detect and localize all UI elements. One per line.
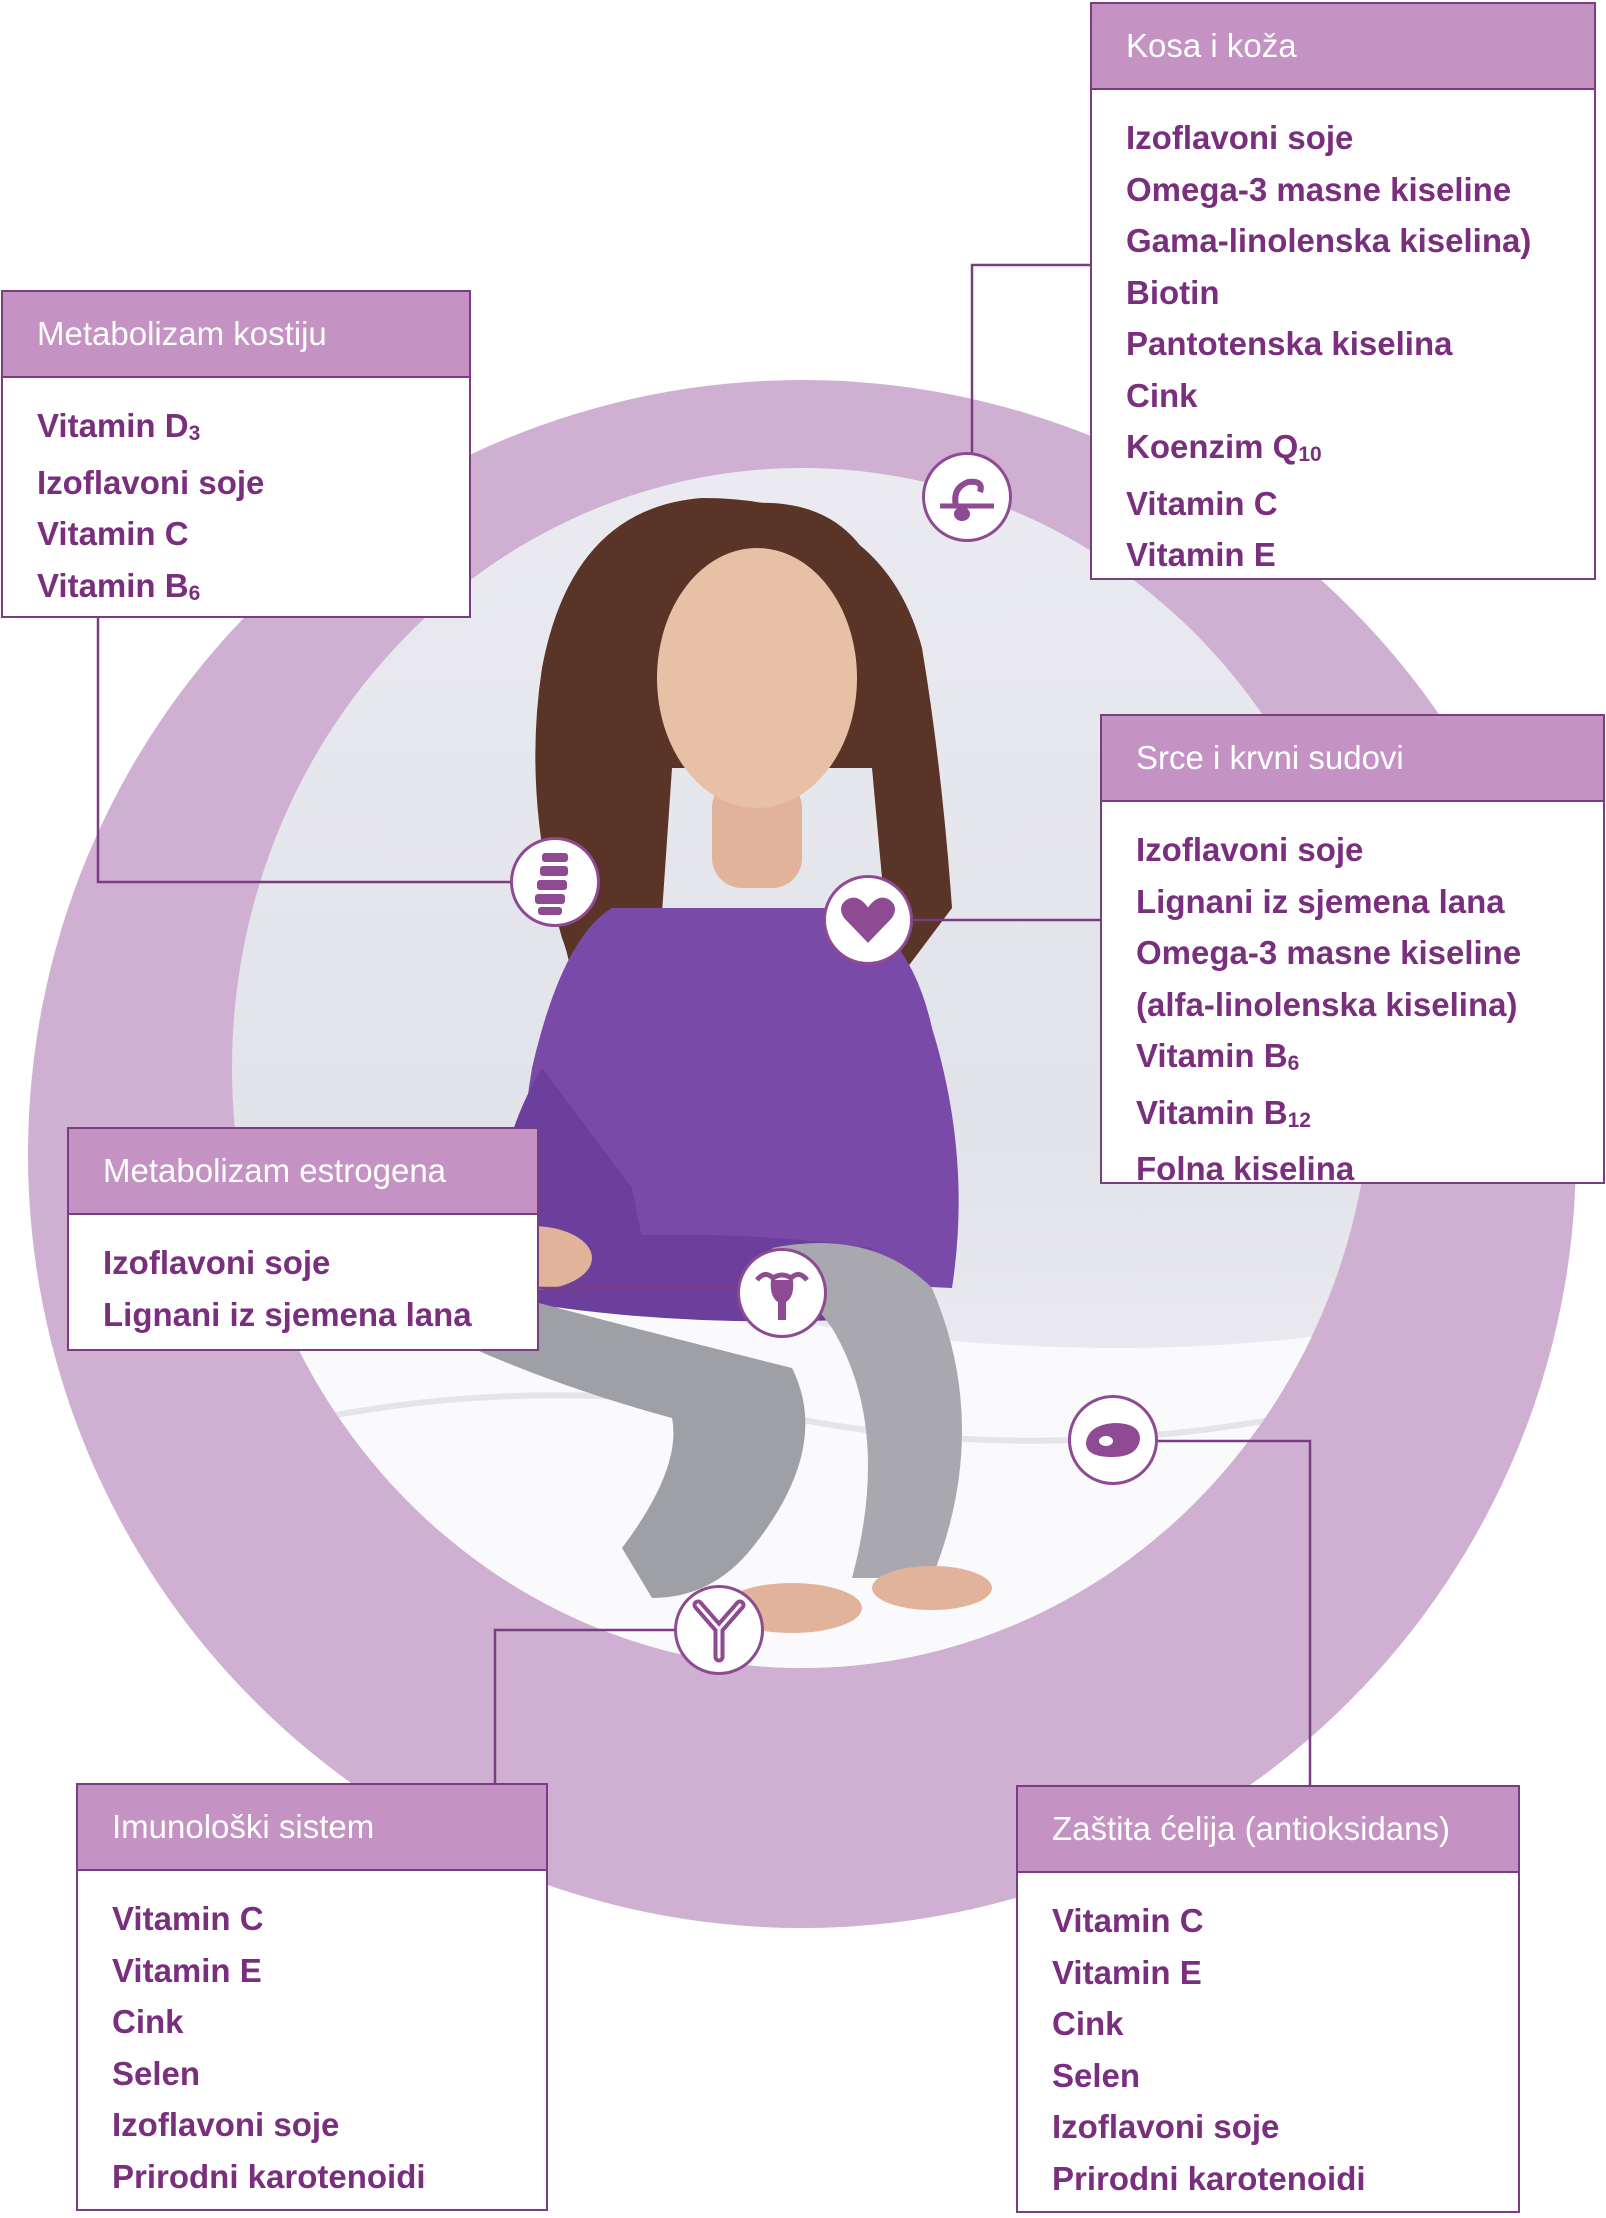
list-item: Pantotenska kiselina	[1126, 325, 1453, 362]
box-srce-i-krvni-sudovi: Srce i krvni sudovi Izoflavoni soje Lign…	[1100, 714, 1605, 1187]
list-item: Cink	[112, 2003, 184, 2040]
list-item: Vitamin B6	[1136, 1030, 1569, 1087]
list-item: Selen	[112, 2054, 201, 2092]
list-item: (alfa-linolenska kiselina)	[1136, 985, 1518, 1023]
list-item: Vitamin D3	[37, 400, 435, 457]
item-label: Vitamin B	[1136, 1037, 1288, 1074]
item-label: Vitamin B	[37, 566, 189, 604]
list-item: Izoflavoni soje	[1126, 119, 1354, 156]
subscript: 3	[188, 422, 201, 445]
subscript: 10	[1298, 443, 1322, 466]
list-item: Vitamin C	[112, 1900, 264, 1937]
nutrient-list: Izoflavoni soje Lignani iz sjemena lana	[69, 1215, 537, 1354]
box-title: Metabolizam estrogena	[69, 1129, 537, 1215]
list-item: Cink	[1052, 2005, 1124, 2042]
list-item: Vitamin B6	[37, 560, 435, 617]
list-item: Prirodni karotenoidi	[112, 2157, 426, 2195]
subscript: 6	[1287, 1052, 1300, 1075]
box-kosa-i-koza: Kosa i koža Izoflavoni soje Omega-3 masn…	[1090, 2, 1596, 580]
nutrient-list: Vitamin C Vitamin E Cink Selen Izoflavon…	[1018, 1873, 1518, 2218]
list-item: Omega-3 masne kiseline	[1126, 170, 1512, 208]
list-item: Folna kiselina	[1136, 1150, 1355, 1187]
item-label: Vitamin D	[37, 407, 189, 444]
box-title: Srce i krvni sudovi	[1102, 716, 1603, 802]
antibody-icon	[674, 1585, 764, 1675]
box-title: Metabolizam kostiju	[3, 292, 469, 378]
list-item: Vitamin B12	[1136, 1087, 1569, 1144]
list-item: Selen	[1052, 2056, 1141, 2094]
list-item: Izoflavoni soje	[1052, 2108, 1280, 2145]
item-label: Vitamin B	[1136, 1093, 1288, 1131]
box-title: Zaštita ćelija (antioksidans)	[1018, 1787, 1518, 1873]
list-item: Izoflavoni soje	[37, 463, 265, 501]
heart-icon	[823, 875, 913, 965]
nutrient-list: Izoflavoni soje Lignani iz sjemena lana …	[1102, 802, 1603, 1209]
list-item: Vitamin C	[1126, 484, 1278, 522]
list-item: Izoflavoni soje	[1136, 831, 1364, 868]
box-metabolizam-kostiju: Metabolizam kostiju Vitamin D3 Izoflavon…	[1, 290, 471, 618]
box-zastita-celija: Zaštita ćelija (antioksidans) Vitamin C …	[1016, 1785, 1520, 2213]
list-item: Lignani iz sjemena lana	[103, 1295, 472, 1333]
list-item: Gama-linolenska kiselina)	[1126, 222, 1532, 259]
item-label: Koenzim Q	[1126, 428, 1299, 465]
subscript: 12	[1287, 1108, 1311, 1132]
list-item: Prirodni karotenoidi	[1052, 2159, 1366, 2197]
list-item: Izoflavoni soje	[103, 1244, 331, 1281]
nutrient-list: Vitamin D3 Izoflavoni soje Vitamin C Vit…	[3, 378, 469, 630]
list-item: Omega-3 masne kiseline	[1136, 934, 1522, 971]
list-item: Vitamin C	[1052, 1902, 1204, 1939]
box-title: Imunološki sistem	[78, 1785, 546, 1871]
list-item: Izoflavoni soje	[112, 2106, 340, 2143]
box-imunoloski-sistem: Imunološki sistem Vitamin C Vitamin E Ci…	[76, 1783, 548, 2211]
cell-icon	[1068, 1395, 1158, 1485]
list-item: Vitamin E	[1052, 1953, 1202, 1991]
list-item: Vitamin E	[1126, 536, 1276, 573]
nutrient-list: Vitamin C Vitamin E Cink Selen Izoflavon…	[78, 1871, 546, 2216]
box-metabolizam-estrogena: Metabolizam estrogena Izoflavoni soje Li…	[67, 1127, 539, 1351]
list-item: Biotin	[1126, 273, 1220, 311]
list-item: Cink	[1126, 376, 1198, 414]
spine-icon	[510, 837, 600, 927]
list-item: Vitamin C	[37, 515, 189, 552]
subscript: 6	[188, 581, 201, 605]
list-item: Lignani iz sjemena lana	[1136, 882, 1505, 920]
list-item: Vitamin E	[112, 1951, 262, 1989]
hair-follicle-icon	[922, 452, 1012, 542]
box-title: Kosa i koža	[1092, 4, 1594, 90]
uterus-icon	[737, 1248, 827, 1338]
list-item: Koenzim Q10	[1126, 421, 1560, 478]
nutrient-list: Izoflavoni soje Omega-3 masne kiseline G…	[1092, 90, 1594, 595]
